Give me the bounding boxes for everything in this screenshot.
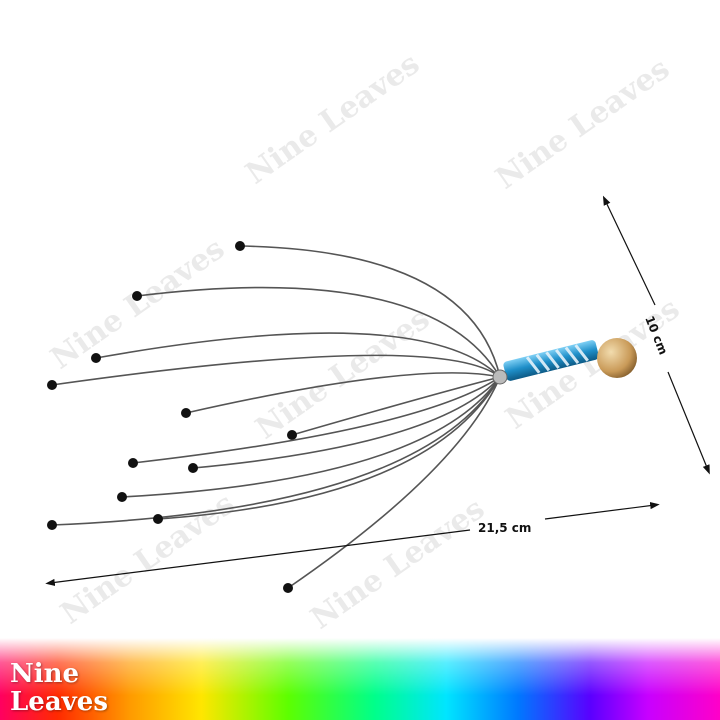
- wire-tine: [121, 376, 501, 498]
- brand-line-2: Leaves: [10, 687, 108, 717]
- wire-tine: [239, 245, 501, 378]
- tine-tip-bead: [91, 353, 101, 363]
- tine-tip-bead: [117, 492, 127, 502]
- tine-tip-bead: [128, 458, 138, 468]
- tine-tip-bead: [153, 514, 163, 524]
- wire-tine: [185, 372, 501, 414]
- wire-tine: [287, 376, 501, 589]
- watermark: Nine Leaves: [240, 46, 427, 191]
- watermark: Nine Leaves: [55, 486, 242, 631]
- tine-tip-bead: [287, 430, 297, 440]
- tine-tip-bead: [188, 463, 198, 473]
- length-dimension: 21,5 cm: [45, 502, 660, 586]
- wire-tine: [51, 354, 501, 386]
- wire-tine: [95, 332, 501, 378]
- brand-line-1: Nine: [10, 659, 80, 689]
- watermark: Nine Leaves: [250, 301, 437, 446]
- wire-tine: [192, 376, 501, 469]
- wire-tine: [132, 376, 501, 464]
- tine-tip-bead: [47, 380, 57, 390]
- watermark: Nine Leaves: [490, 51, 677, 196]
- watermark: Nine Leaves: [45, 231, 232, 376]
- brand-banner: [0, 638, 720, 720]
- tine-tip-bead: [132, 291, 142, 301]
- wire-tine: [291, 376, 501, 436]
- massager-handle: [503, 340, 599, 381]
- watermark: Nine Leaves: [305, 491, 492, 636]
- massager-wires: [47, 241, 501, 593]
- hub-bead: [492, 369, 508, 385]
- wire-tine: [51, 376, 501, 526]
- wire-tine: [157, 376, 501, 520]
- tine-tip-bead: [283, 583, 293, 593]
- wooden-ball: [597, 338, 637, 378]
- tine-tip-bead: [235, 241, 245, 251]
- wire-tine: [136, 286, 501, 378]
- tine-tip-bead: [47, 520, 57, 530]
- length-label: 21,5 cm: [478, 521, 531, 535]
- brand-logo-text: Nine Leaves: [10, 660, 108, 716]
- tine-tip-bead: [181, 408, 191, 418]
